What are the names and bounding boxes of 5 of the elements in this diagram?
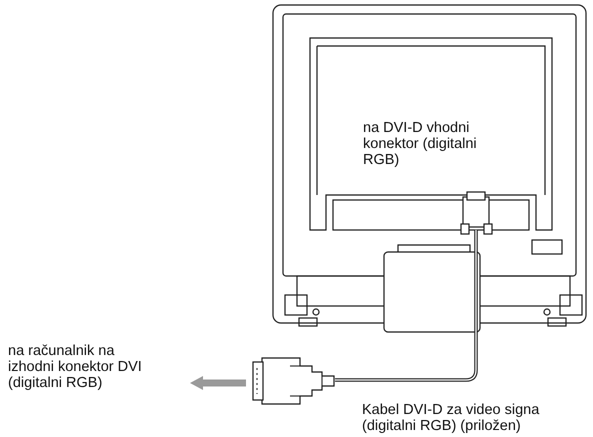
callout-label: na DVI-D vhodni konektor (digitalni RGB)	[363, 120, 478, 168]
connection-label: na računalnik na izhodni konektor DVI (digitalni RGB)	[8, 343, 142, 391]
arrow	[190, 376, 246, 390]
connector-plug-drawing	[252, 357, 335, 405]
callout-label: Kabel DVI-D za video signa (digitalni RGB) (priložen)	[362, 402, 540, 434]
